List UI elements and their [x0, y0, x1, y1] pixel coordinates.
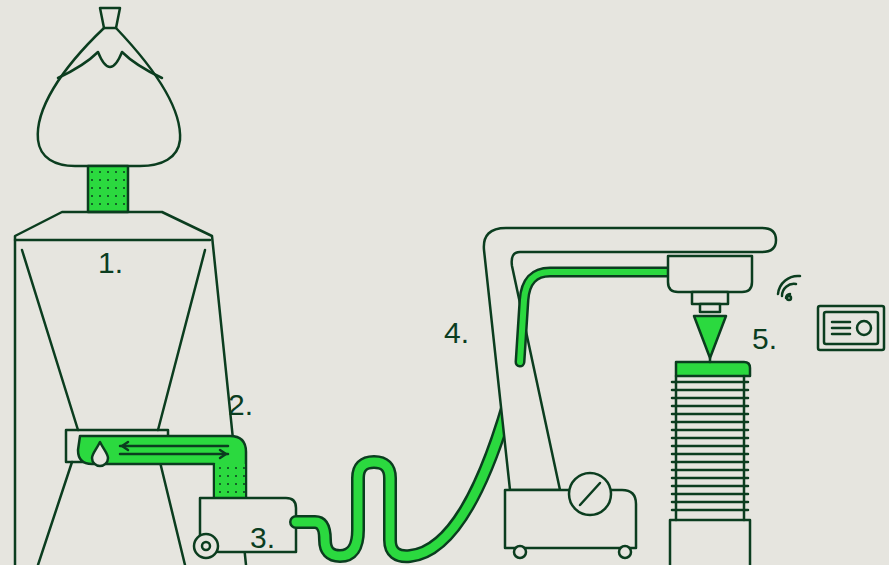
wireless-sensor: [778, 276, 884, 350]
coil-layer: [672, 493, 748, 496]
coil-layer: [672, 437, 748, 440]
coil-layer: [672, 453, 748, 456]
mixer: [78, 436, 246, 498]
callout-number: 2.: [228, 390, 253, 420]
coil-layer: [672, 445, 748, 448]
coil-layer: [672, 429, 748, 432]
callout-number: 4.: [444, 318, 469, 348]
material-bag: [38, 8, 180, 212]
hose: [296, 380, 515, 556]
coil-layer: [672, 461, 748, 464]
coil-layer: [672, 469, 748, 472]
coil-layer: [672, 485, 748, 488]
coil-layer: [672, 405, 748, 408]
coil-layer: [672, 381, 748, 384]
printed-column: [670, 358, 750, 565]
pump: [194, 498, 296, 558]
coil-layer: [672, 509, 748, 512]
coil-layer: [672, 477, 748, 480]
coil-layer: [672, 397, 748, 400]
coil-layer: [672, 501, 748, 504]
robot-arm: [484, 228, 776, 558]
coil-layer: [672, 413, 748, 416]
callout-number: 3.: [250, 523, 275, 553]
callout-number: 5.: [752, 324, 777, 354]
coil-layer: [672, 389, 748, 392]
coil-layer: [672, 421, 748, 424]
callout-number: 1.: [98, 248, 123, 278]
